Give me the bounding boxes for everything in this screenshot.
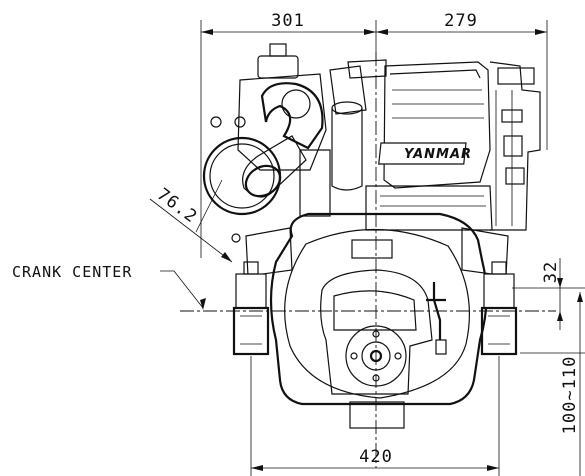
vertical-pipe-top [331,101,363,115]
shift-lever-base [435,339,447,355]
dimension-279-label: 279 [444,11,478,31]
bolt-1 [210,116,222,128]
arrow-420-right [487,465,499,471]
bolt-3 [231,233,241,243]
gear-case-upper [333,290,417,331]
elbow-outlet-opening [244,164,282,198]
crank-center-arrow [200,298,206,310]
angled-dimension-group: 76.2 [149,179,233,263]
crank-center-label: CRANK CENTER [12,263,132,281]
right-dimension-group: 32 100~110 [512,258,585,476]
block-panel-left [299,149,331,217]
mount-ear-left [245,227,293,277]
intake-block [329,65,367,115]
crank-center-leader [160,270,204,309]
mount-nut-left [243,261,259,275]
flywheel-housing [284,228,471,399]
right-hoses [495,90,513,226]
valve-cover-ribs [392,89,484,119]
output-coupling [349,401,405,429]
arrow-head-center-right [376,29,388,35]
block-panel-lines [380,195,486,207]
arrow-32-bottom [557,311,563,321]
dimension-32-label: 32 [541,261,561,283]
flange-bolt-right [394,352,402,360]
top-plate [351,239,393,259]
angled-extension-line [195,179,223,233]
right-box-3 [505,167,525,185]
arrow-head-center-left [364,29,376,35]
filler-cap [347,59,387,79]
valve-cover-edge [389,69,481,79]
arrow-32-top [557,278,563,288]
right-side-housing [489,61,541,231]
gear-case [320,269,433,395]
arrow-420-left [251,465,263,471]
crank-center-callout: CRANK CENTER [12,263,206,310]
brand-label: YANMAR [404,147,472,162]
mount-block-lines [240,315,510,345]
block-panel-right [365,185,493,231]
valve-cover [383,61,491,189]
brand-plate [378,142,467,165]
right-box-2 [503,135,523,157]
pulley-inner [209,143,275,209]
reservoir-cap [269,43,287,57]
engine-mount-left [235,273,267,309]
mount-block-right [480,306,518,356]
angled-dimension-line [149,198,233,263]
mount-nut-right [491,261,507,275]
arrow-100-110-top [577,292,583,302]
dimension-76-2-label: 76.2 [153,184,201,227]
dimension-301-label: 301 [271,11,305,31]
elbow-inner [281,89,311,119]
bolt-2 [234,116,246,128]
mount-block-left [232,306,270,356]
top-dimension-group: 301 279 [200,11,548,258]
pulley-outer [202,136,282,216]
vertical-pipe [331,108,363,191]
angled-arrow [221,252,232,262]
bell-housing [269,212,488,406]
bottom-dimension-group: 420 [250,356,500,476]
coolant-reservoir [257,55,299,79]
engine-outline: YANMAR [202,43,541,429]
heat-exchanger [237,73,327,171]
dimension-100-110-label: 100~110 [560,356,580,435]
arrow-head-right [535,29,547,35]
flange-bolt-left [350,352,358,360]
right-box-top [497,67,535,85]
dimension-420-label: 420 [359,447,393,467]
engine-mount-right [483,273,515,309]
elbow-hose [260,82,324,150]
arrow-head-left [201,29,213,35]
shift-lever [426,282,446,340]
